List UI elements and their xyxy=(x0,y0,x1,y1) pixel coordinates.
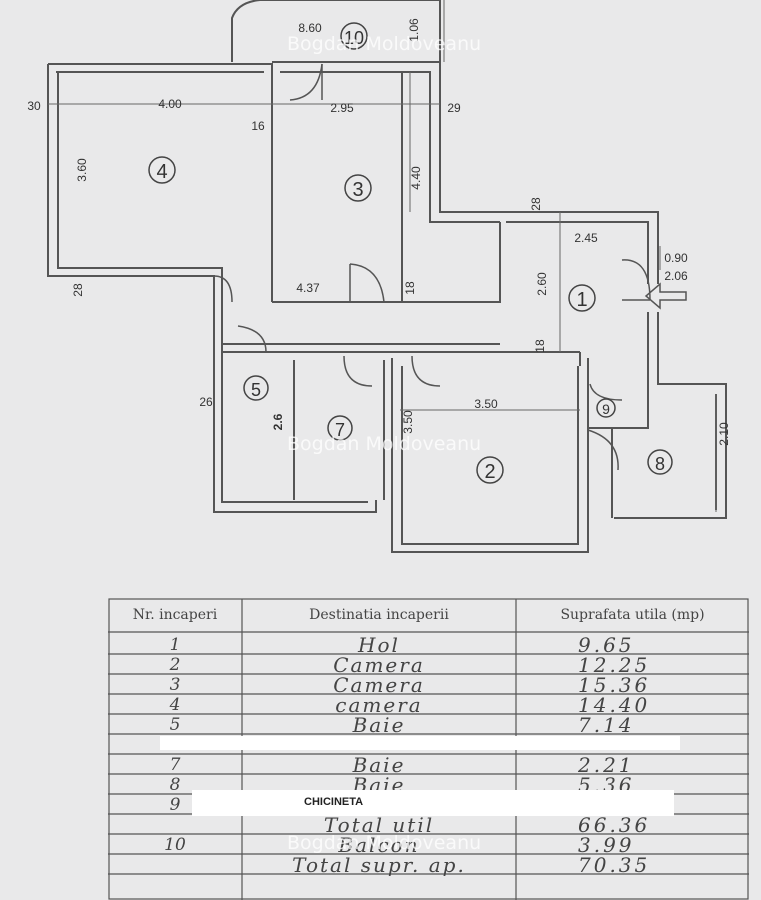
room-number-9: 9 xyxy=(602,401,610,417)
header-nr: Nr. incaperi xyxy=(132,607,218,623)
room-number-3: 3 xyxy=(352,179,363,201)
dim-wall-28-right: 28 xyxy=(529,197,543,211)
row-destination: Balcon xyxy=(338,833,420,857)
dim-hall-width: 2.45 xyxy=(574,231,598,245)
room-1-circle xyxy=(568,284,596,312)
watermark: Bogdan Moldoveanu xyxy=(287,33,482,55)
redaction-bar xyxy=(160,736,680,750)
room-3-circle xyxy=(344,174,372,202)
floor-plan: 4 3 1 5 7 2 8 9 10 8.60 1.06 30 4.00 16 … xyxy=(27,0,731,553)
watermark: Bogdan Moldoveanu xyxy=(287,433,482,455)
redaction-label: CHICINETA xyxy=(304,796,364,808)
dim-wall-29: 29 xyxy=(447,101,461,115)
dim-hall-height: 2.60 xyxy=(535,272,549,296)
dim-room3-height: 4.40 xyxy=(409,166,423,190)
dim-corridor-length: 4.37 xyxy=(296,281,320,295)
room-number-5: 5 xyxy=(251,380,261,400)
row-area: 3.99 xyxy=(578,833,635,857)
row-destination: Hol xyxy=(358,633,400,657)
header-destination: Destinatia incaperii xyxy=(309,607,449,623)
header-area: Suprafata utila (mp) xyxy=(560,607,705,623)
row-nr: 4 xyxy=(169,695,181,715)
dim-wall-26: 26 xyxy=(199,395,213,409)
row-area: 7.14 xyxy=(578,713,635,737)
dim-top-balcony: 8.60 xyxy=(298,21,322,35)
dim-room8-height: 2.10 xyxy=(717,422,731,446)
dim-room5-height: 2.6 xyxy=(271,413,285,430)
room-4-circle xyxy=(148,156,176,184)
room-number-8: 8 xyxy=(655,454,665,474)
room-number-7: 7 xyxy=(335,420,345,440)
dim-wall-28-left: 28 xyxy=(71,283,85,297)
room-7-circle xyxy=(327,415,353,441)
dim-room2-height: 3.50 xyxy=(401,410,415,434)
table-row: 10 Balcon 3.99 xyxy=(108,833,749,857)
room-number-1: 1 xyxy=(576,289,587,311)
table-row: 9 xyxy=(108,794,749,815)
table-row: 2 Camera 12.25 xyxy=(108,653,749,677)
dim-wall-18-b: 18 xyxy=(533,339,547,353)
table-row: Total supr. ap. 70.35 xyxy=(108,853,749,877)
row-nr: 9 xyxy=(169,795,181,815)
dim-room2-width: 3.50 xyxy=(474,397,498,411)
row-nr: 2 xyxy=(169,655,181,675)
dim-room4-width: 4.00 xyxy=(158,97,182,111)
table-row: 4 camera 14.40 xyxy=(108,693,749,717)
dim-left-thickness: 30 xyxy=(27,99,41,113)
table-row: 3 Camera 15.36 xyxy=(108,673,749,697)
row-area: 2.21 xyxy=(578,753,635,777)
row-area: 66.36 xyxy=(578,813,651,837)
row-destination: Baie xyxy=(352,753,406,777)
row-area: 9.65 xyxy=(578,633,635,657)
room-5-circle xyxy=(243,375,269,401)
row-area: 12.25 xyxy=(578,653,651,677)
dim-wall-18-a: 18 xyxy=(403,281,417,295)
area-table: Nr. incaperi Destinatia incaperii Supraf… xyxy=(108,598,749,900)
row-nr: 3 xyxy=(169,675,181,695)
room-10-circle xyxy=(340,22,368,50)
dim-door-height: 2.06 xyxy=(664,269,688,283)
dim-room3-width: 2.95 xyxy=(330,101,354,115)
row-destination: Camera xyxy=(333,673,425,697)
redaction-box: CHICINETA xyxy=(192,790,674,816)
row-nr: 10 xyxy=(164,835,186,855)
table-row: Total util 66.36 xyxy=(108,813,749,837)
row-area: 14.40 xyxy=(578,693,651,717)
row-nr: 7 xyxy=(169,755,181,775)
room-2-circle xyxy=(476,456,504,484)
row-destination: Total util xyxy=(323,813,435,837)
dim-door-width: 0.90 xyxy=(664,251,688,265)
dim-wall-16: 16 xyxy=(251,119,265,133)
row-area: 15.36 xyxy=(578,673,651,697)
row-nr: 8 xyxy=(169,775,181,795)
dim-top-right: 1.06 xyxy=(407,18,421,42)
room-number-2: 2 xyxy=(484,461,495,483)
room-number-4: 4 xyxy=(156,161,167,183)
table-row: 7 Baie 2.21 xyxy=(108,753,749,777)
table-row: 5 Baie 7.14 xyxy=(108,713,749,737)
row-area: 70.35 xyxy=(578,853,651,877)
row-nr: 1 xyxy=(169,635,181,655)
row-destination: camera xyxy=(335,693,423,717)
room-8-circle xyxy=(647,449,673,475)
row-destination: Camera xyxy=(333,653,425,677)
room-number-10: 10 xyxy=(344,28,364,48)
row-destination: Total supr. ap. xyxy=(292,853,466,877)
watermark: Bogdan Moldoveanu xyxy=(287,832,482,854)
room-9-circle xyxy=(596,398,616,418)
dim-room4-height: 3.60 xyxy=(75,158,89,182)
row-nr: 5 xyxy=(169,715,181,735)
table-row: 1 Hol 9.65 xyxy=(108,633,749,657)
row-destination: Baie xyxy=(352,713,406,737)
